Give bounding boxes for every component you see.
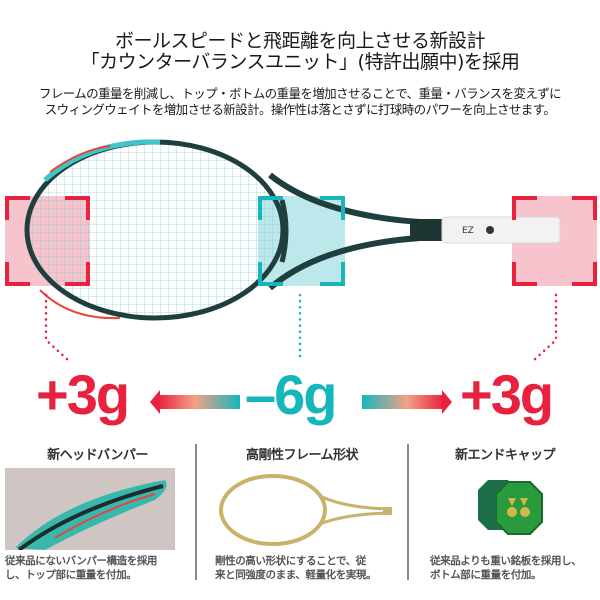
divider-2 [407, 444, 409, 580]
feature-title-frame-shape: 高剛性フレーム形状 [245, 448, 359, 463]
description-line-2: スウィングウェイトを増加させる新設計。操作性は落とさずに打球時のパワーを向上させ… [44, 102, 556, 117]
racket-diagram: EZ [5, 139, 597, 414]
headline-line-2: 「カウンターバランスユニット」(特許出願中)を採用 [80, 51, 520, 73]
end-cap-image [478, 480, 543, 535]
feature-title-end-cap: 新エンドキャップ [454, 448, 556, 463]
bracket-bottom [512, 196, 597, 286]
feature-title-head-bumper: 新ヘッドバンパー [47, 448, 148, 463]
feature-text-frame-shape: 剛性の高い形状にすることで、従 来と同強度のまま、軽量化を実現。 [215, 555, 377, 581]
divider-1 [195, 444, 197, 580]
bottom-weight-label: +3g [460, 363, 554, 426]
svg-text:EZ: EZ [462, 226, 474, 236]
headline-line-1: ボールスピードと飛距離を向上させる新設計 [114, 30, 486, 52]
feature-text-head-bumper: 従来品にないバンパー構造を採用 し、トップ部に重量を付加。 [5, 555, 158, 581]
bracket-frame [258, 196, 345, 286]
left-arrow [150, 390, 240, 414]
top-weight-label: +3g [36, 363, 130, 426]
right-arrow [362, 390, 452, 414]
frame-weight-label: –6g [245, 363, 337, 426]
feature-text-end-cap: 従来品よりも重い銘板を採用し、 ボトム部に重量を付加。 [430, 555, 582, 581]
frame-shape-image [219, 474, 392, 546]
head-bumper-image [5, 468, 175, 550]
bracket-top [5, 196, 90, 286]
description-line-1: フレームの重量を削減し、トップ・ボトムの重量を増加させることで、重量・バランスを… [38, 86, 562, 101]
